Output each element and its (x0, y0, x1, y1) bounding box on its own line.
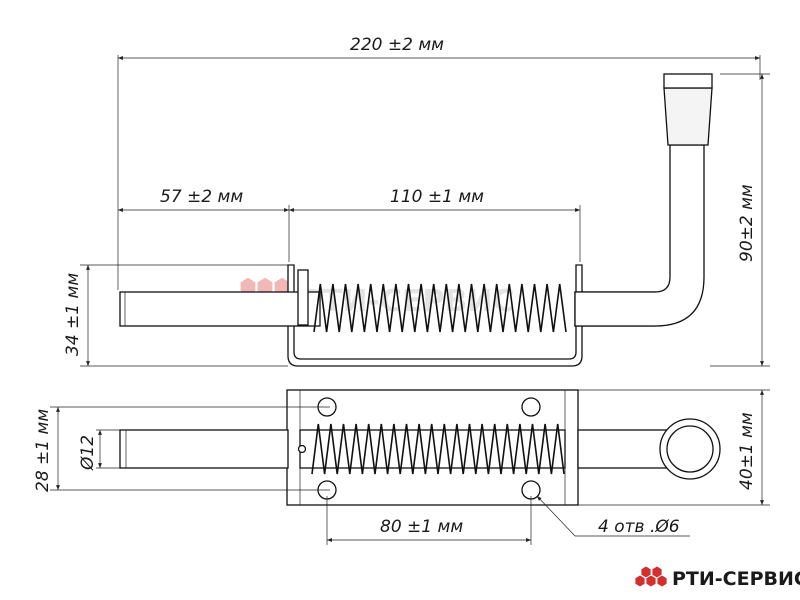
dim-base-height: 28 ±1 мм (33, 409, 53, 492)
dim-pin-diameter: Ø12 (78, 435, 98, 471)
brand: РТИ-СЕРВИС (634, 565, 800, 590)
dim-pin-overhang: 57 ±2 мм (160, 187, 243, 207)
top-pin (119, 429, 289, 469)
side-spring (313, 283, 567, 333)
dim-holes-note: 4 отв .Ø6 (598, 517, 680, 537)
brand-name: РТИ-СЕРВИС (672, 568, 800, 590)
side-handle-bend (574, 144, 705, 327)
brand-logo-icon (634, 565, 668, 588)
dim-spring-length: 110 ±1 мм (390, 187, 484, 207)
dimension-lines (50, 55, 770, 545)
side-collar (297, 269, 309, 326)
top-rod-right (577, 429, 671, 469)
dim-hole-spacing: 80 ±1 мм (380, 517, 463, 537)
dim-side-height: 34 ±1 мм (63, 273, 83, 356)
top-handle-inner (666, 425, 714, 473)
top-spring (311, 423, 565, 475)
side-view (119, 73, 713, 367)
side-bracket (287, 264, 583, 367)
side-handle-cap (663, 73, 713, 89)
dim-handle-height: 90±2 мм (737, 184, 757, 262)
dim-overall-length: 220 ±2 мм (350, 35, 444, 55)
dim-base-width: 40±1 мм (737, 412, 757, 490)
side-handle-grip (663, 87, 713, 146)
mount-hole-tr (521, 397, 541, 417)
side-pin (119, 291, 321, 327)
set-screw-hole (297, 444, 307, 454)
top-view (119, 389, 721, 506)
